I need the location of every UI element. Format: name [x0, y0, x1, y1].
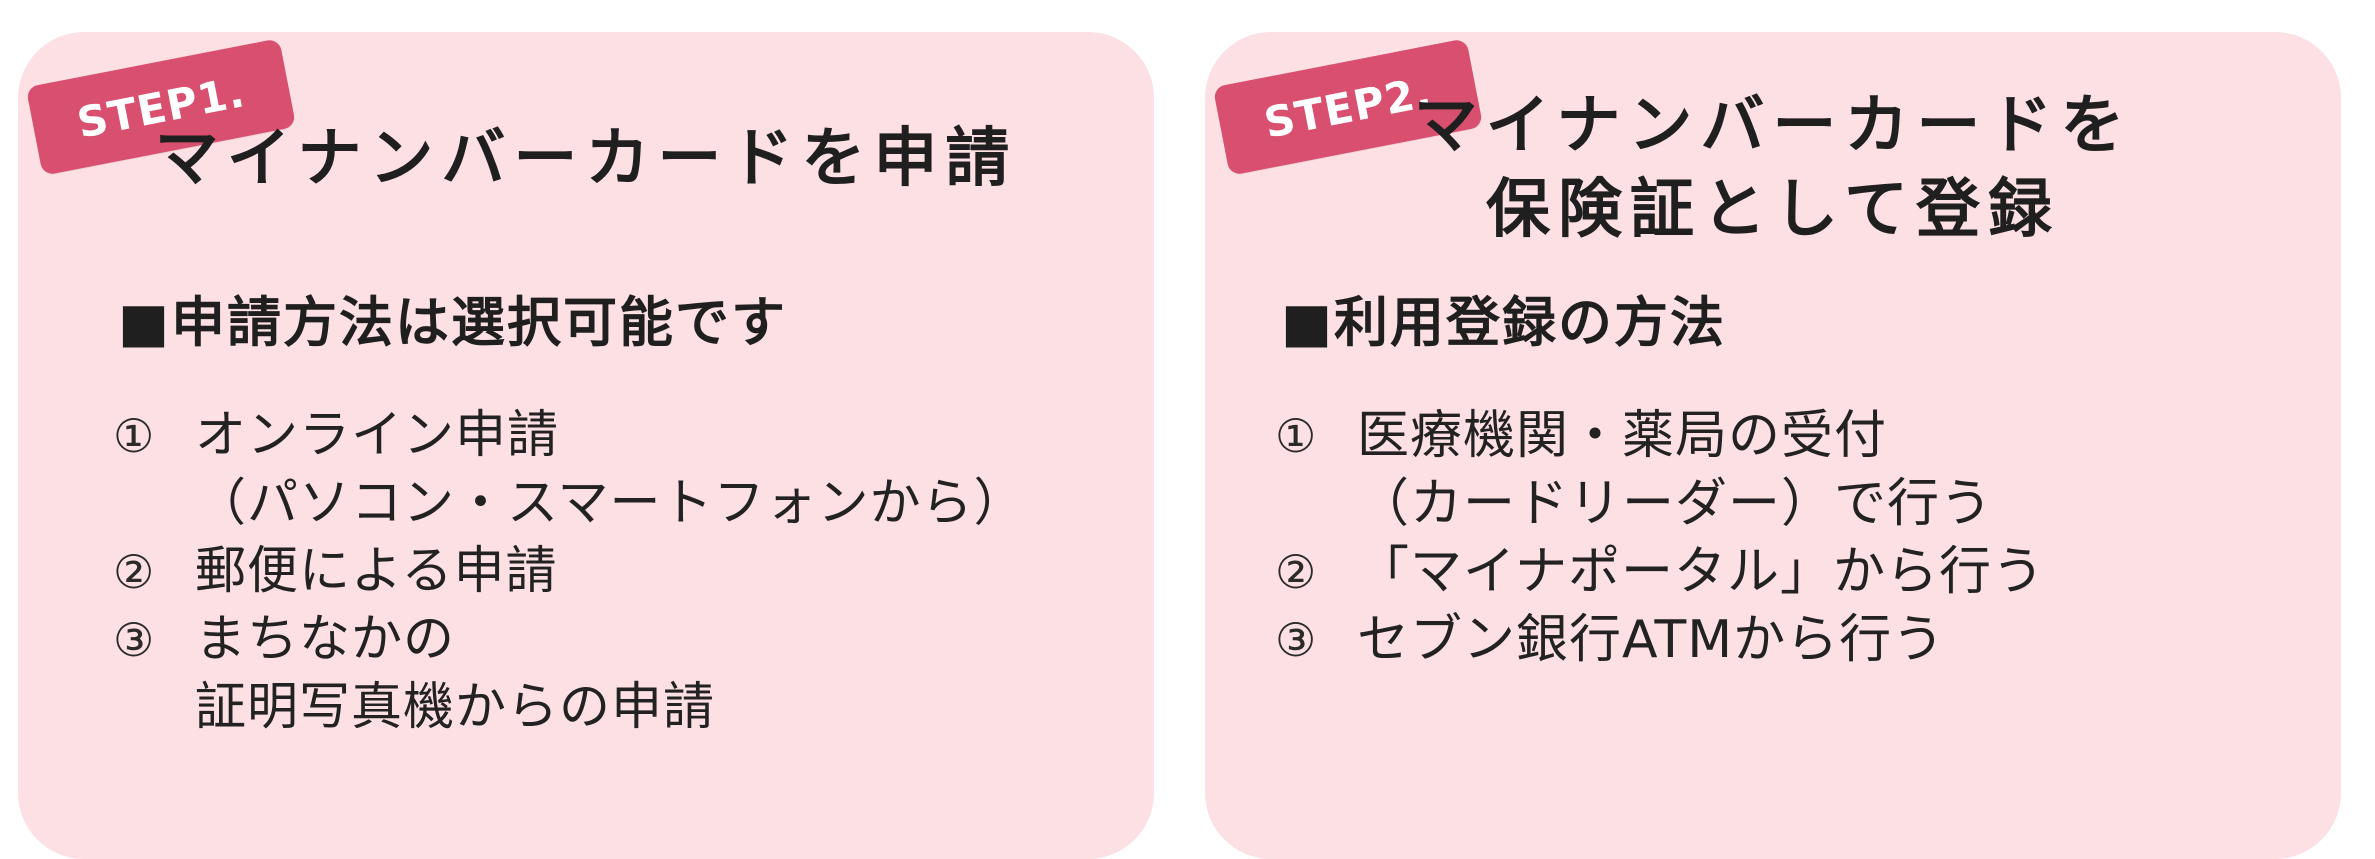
- step1-card: STEP1. マイナンバーカードを申請 ■申請方法は選択可能です ① オンライン…: [18, 32, 1154, 859]
- item-text: （パソコン・スマートフォンから）: [195, 474, 1026, 533]
- list-item: ③ まちなかの 証明写真機からの申請: [113, 606, 1025, 742]
- step2-title-line: 保険証として登録: [1485, 173, 2061, 247]
- step2-section-heading: ■利用登録の方法: [1281, 291, 1727, 354]
- step2-method-list: ① 医療機関・薬局の受付 （カードリーダー）で行う ② 「マイナポータル」から行…: [1275, 402, 2045, 674]
- item-text: まちなかの: [195, 610, 456, 669]
- item-text: 証明写真機からの申請: [195, 678, 716, 737]
- step2-card: STEP2. マイナンバーカードを 保険証として登録 ■利用登録の方法 ① 医療…: [1205, 32, 2341, 859]
- item-number: ③: [113, 613, 155, 667]
- item-text: （カードリーダー）で行う: [1357, 474, 1994, 534]
- item-text: オンライン申請: [195, 406, 560, 465]
- step1-section-heading: ■申請方法は選択可能です: [118, 291, 788, 354]
- step1-method-list: ① オンライン申請 （パソコン・スマートフォンから） ② 郵便による申請 ③ ま…: [113, 402, 1025, 742]
- item-text: 「マイナポータル」から行う: [1357, 542, 2045, 602]
- list-item: ③ セブン銀行ATMから行う: [1275, 606, 2045, 674]
- item-number: ②: [113, 545, 155, 599]
- step1-title: マイナンバーカードを申請: [18, 118, 1154, 200]
- item-number: ②: [1275, 545, 1317, 599]
- step2-title: マイナンバーカードを 保険証として登録: [1205, 84, 2341, 252]
- item-text: セブン銀行ATMから行う: [1357, 610, 1946, 670]
- list-item: ② 郵便による申請: [113, 538, 1025, 606]
- item-text: 郵便による申請: [195, 542, 558, 601]
- item-number: ①: [1275, 409, 1317, 463]
- item-number: ①: [113, 409, 155, 463]
- list-item: ① 医療機関・薬局の受付 （カードリーダー）で行う: [1275, 402, 2045, 538]
- step1-title-line: マイナンバーカードを申請: [154, 122, 1018, 196]
- step2-title-line: マイナンバーカードを: [1413, 89, 2133, 163]
- list-item: ① オンライン申請 （パソコン・スマートフォンから）: [113, 402, 1025, 538]
- item-number: ③: [1275, 613, 1317, 667]
- list-item: ② 「マイナポータル」から行う: [1275, 538, 2045, 606]
- item-text: 医療機関・薬局の受付: [1357, 406, 1888, 466]
